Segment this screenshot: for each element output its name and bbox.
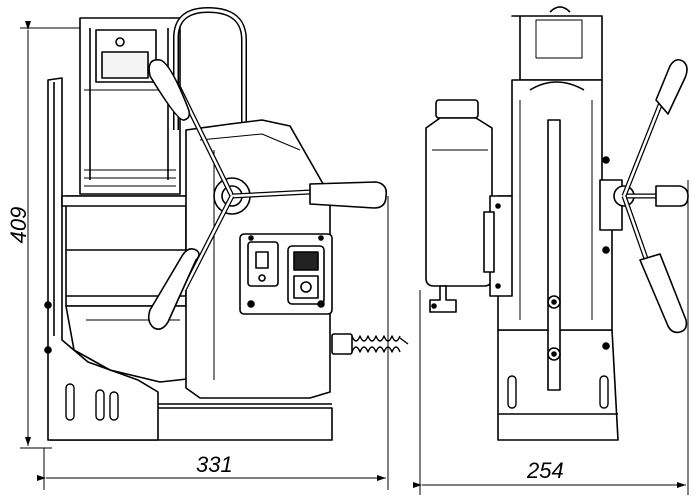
dimension-height (20, 21, 90, 449)
front-view (425, 6, 689, 441)
side-guard (47, 77, 159, 441)
side-grip-right (309, 181, 388, 209)
side-on-switch (255, 251, 269, 269)
front-coolant-cap (435, 99, 479, 119)
front-column (511, 15, 603, 81)
front-grip-right (655, 185, 689, 207)
front-grip-upper (655, 58, 688, 115)
side-grip-lower (147, 248, 200, 330)
dimension-width-side-label: 331 (196, 452, 233, 477)
front-grip-lower (639, 253, 688, 334)
dimension-width-front-label: 254 (527, 458, 564, 483)
front-coolant-bottle (425, 117, 493, 287)
side-cable-spring (351, 335, 409, 353)
side-motor-label (101, 51, 149, 79)
side-cable-gland (331, 333, 353, 355)
side-base-slots (65, 383, 119, 421)
side-view (44, 7, 409, 441)
dimension-height-label: 409 (6, 206, 31, 244)
dimension-width-side (37, 196, 389, 490)
dimension-width-front (413, 180, 689, 495)
side-grip-upper (148, 59, 191, 121)
